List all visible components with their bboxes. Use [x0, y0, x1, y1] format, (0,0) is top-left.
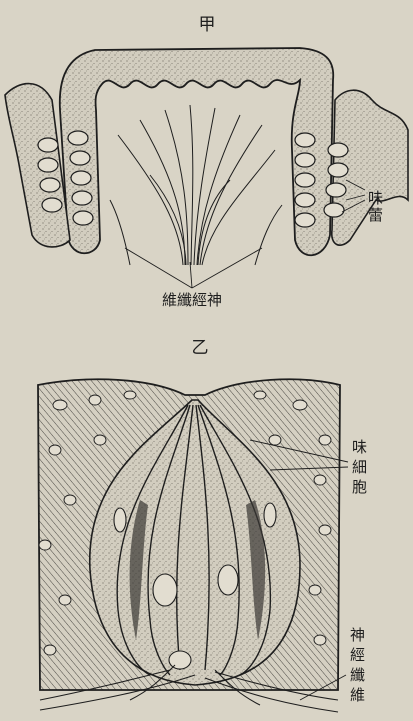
taste-cell-label: 味 細 胞	[352, 438, 367, 496]
svg-text:細: 細	[352, 458, 367, 476]
taste-bud-label: 味蕾	[366, 190, 384, 224]
figure-top: 甲	[5, 15, 408, 309]
svg-text:維: 維	[350, 686, 365, 704]
svg-text:纖: 纖	[350, 666, 365, 684]
nerve-fibers-top	[110, 105, 282, 265]
nerve-fiber-label-top: 維纖經神	[162, 291, 222, 309]
svg-text:味: 味	[352, 438, 367, 456]
nerve-fiber-label-bottom: 神 經 纖 維	[350, 626, 365, 704]
figure-bottom-label: 乙	[192, 338, 209, 358]
nerve-fiber-pointers	[125, 248, 262, 288]
svg-text:經: 經	[350, 646, 365, 664]
svg-text:胞: 胞	[352, 478, 367, 496]
svg-text:神: 神	[350, 626, 365, 644]
figure-bottom: 乙	[38, 338, 367, 712]
figure-top-label: 甲	[199, 15, 216, 35]
